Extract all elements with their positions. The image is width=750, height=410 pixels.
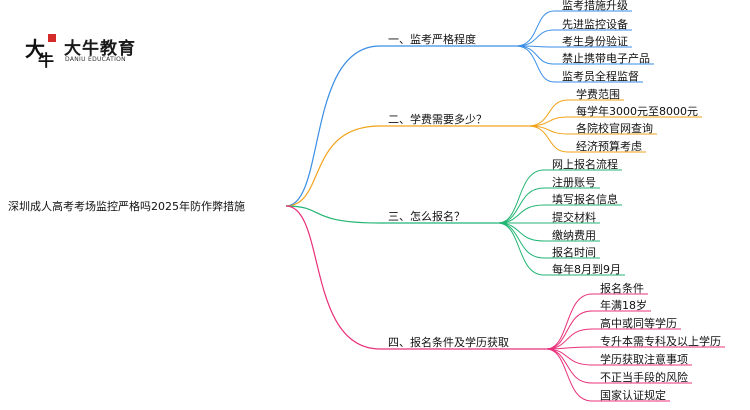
leaf-connector (545, 293, 648, 350)
leaf-topic: 考生身份验证 (562, 35, 628, 48)
leaf-topic: 监考措施升级 (562, 0, 628, 12)
leaf-connector (497, 204, 622, 224)
leaf-topic: 各院校官网查询 (576, 122, 653, 135)
branch-connector (285, 205, 546, 350)
leaf-connector (497, 187, 600, 224)
leaf-connector (545, 328, 681, 350)
leaf-connector (527, 125, 646, 153)
branch-topic-2: 二、学费需要多少？ (388, 113, 487, 126)
leaf-connector (497, 169, 622, 224)
leaf-topic: 缴纳费用 (552, 229, 596, 242)
leaf-topic: 报名条件 (600, 282, 644, 295)
branch-topic-4: 四、报名条件及学历获取 (388, 336, 509, 349)
leaf-topic: 学历获取注意事项 (600, 353, 688, 366)
leaf-connector (497, 222, 600, 242)
brand-logo: 大 牛 大牛教育 DANIU EDUCATION (22, 30, 142, 70)
daniu-logo-icon: 大 牛 (25, 34, 56, 70)
branch-topic-3: 三、怎么报名？ (388, 210, 465, 223)
logo-chinese-name: 大牛教育 (64, 39, 136, 59)
leaf-topic: 注册账号 (552, 176, 596, 189)
leaf-topic: 经济预算考虑 (576, 140, 642, 153)
svg-text:大: 大 (25, 37, 45, 61)
svg-text:牛: 牛 (38, 51, 54, 70)
leaf-topic: 报名时间 (552, 246, 596, 259)
leaf-topic: 学费范围 (576, 88, 620, 101)
leaf-topic: 国家认证规定 (600, 389, 666, 402)
leaf-connector (527, 99, 624, 127)
logo-english-name: DANIU EDUCATION (65, 56, 126, 63)
leaf-connector (545, 348, 670, 402)
leaf-topic: 监考员全程监督 (562, 70, 639, 83)
leaf-connector (497, 222, 625, 276)
leaf-topic: 高中或同等学历 (600, 317, 677, 330)
leaf-topic: 填写报名信息 (552, 193, 618, 206)
leaf-topic: 禁止携带电子产品 (562, 52, 650, 65)
leaf-topic: 先进监控设备 (562, 18, 628, 31)
leaf-connector (527, 116, 702, 127)
leaf-connector (515, 29, 632, 47)
leaf-connector (545, 310, 651, 350)
leaf-topic: 每学年3000元至8000元 (576, 105, 698, 118)
leaf-connector (515, 45, 643, 83)
leaf-connector (545, 346, 725, 350)
branch-topic-1: 一、监考严格程度 (388, 33, 476, 46)
leaf-connector (515, 10, 632, 47)
branch-connector (285, 45, 516, 207)
leaf-connector (545, 348, 692, 366)
leaf-topic: 每年8月到9月 (552, 263, 621, 276)
leaf-topic: 年满18岁 (600, 299, 647, 312)
leaf-topic: 提交材料 (552, 211, 596, 224)
leaf-topic: 专升本需专科及以上学历 (600, 335, 721, 348)
branch-connector (285, 125, 528, 207)
root-topic: 深圳成人高考考场监控严格吗2025年防作弊措施 (8, 200, 245, 213)
branch-connector (285, 205, 498, 224)
leaf-topic: 网上报名流程 (552, 158, 618, 171)
leaf-topic: 不正当手段的风险 (600, 371, 688, 384)
